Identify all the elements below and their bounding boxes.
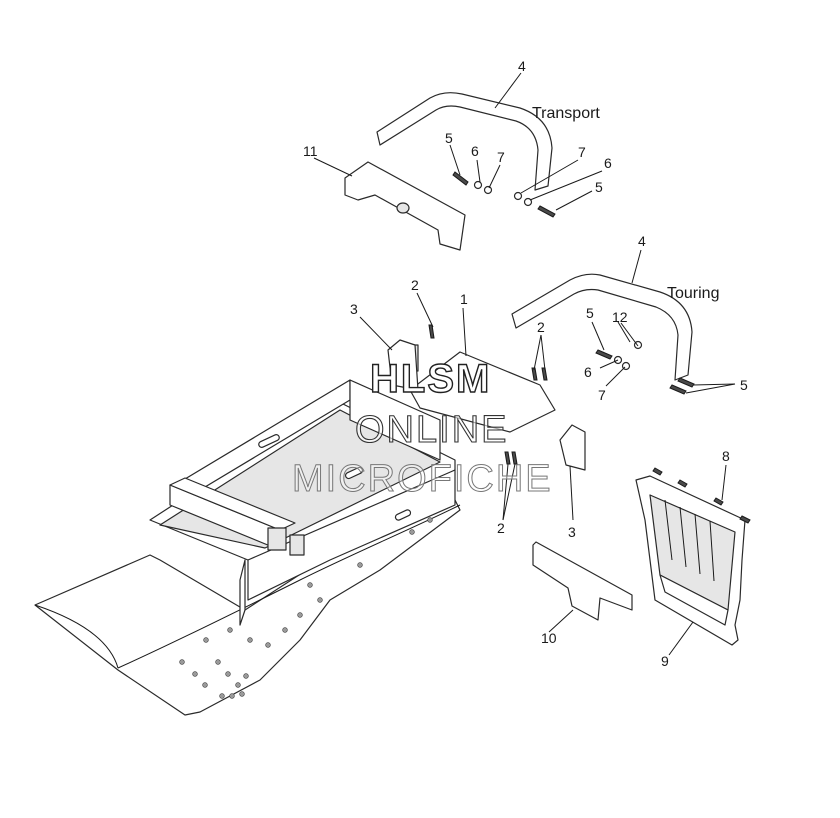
transport-group: [344, 92, 556, 251]
bracket-3-left: [387, 339, 419, 391]
callout-4-touring: 4: [638, 233, 646, 249]
plate-10: [532, 541, 633, 621]
callout-5-touring-top: 5: [586, 305, 594, 321]
touring-group: [511, 273, 695, 395]
callout-10: 10: [541, 630, 557, 646]
tunnel-chassis: [34, 344, 461, 716]
watermark-line-1: HLSM: [370, 357, 491, 401]
watermark-line-2: ONLINE: [355, 409, 508, 451]
callout-7-transport-left: 7: [497, 149, 505, 165]
callout-5-transport-left: 5: [445, 130, 453, 146]
callout-4-transport: 4: [518, 58, 526, 74]
callout-11: 11: [303, 143, 318, 159]
watermark-line-3: MICROFICHE: [292, 458, 553, 500]
variant-label-transport: Transport: [532, 105, 600, 122]
center-parts: [387, 324, 586, 471]
callout-3-left: 3: [350, 301, 358, 317]
bracket-3-right: [559, 424, 586, 471]
callouts: 4 11 5 6 7 7 6 5 4 2 1 3 5 12 2 6 5 7 8 …: [303, 58, 748, 669]
callout-2-top: 2: [411, 277, 419, 293]
watermark: HLSM ONLINE MICROFICHE: [292, 356, 553, 500]
variant-label-touring: Touring: [667, 285, 719, 302]
callout-6-transport-left: 6: [471, 143, 479, 159]
callout-2-bottom: 2: [497, 520, 505, 536]
leader-lines: [313, 72, 736, 656]
callout-5-touring-right: 5: [740, 377, 748, 393]
callout-12: 12: [612, 309, 628, 325]
callout-7-touring: 7: [598, 387, 606, 403]
rear-cover-1: [409, 351, 556, 433]
transport-rail: [376, 92, 553, 191]
callout-3-right: 3: [568, 524, 576, 540]
callout-6-touring: 6: [584, 364, 592, 380]
callout-7-transport-right: 7: [578, 144, 586, 160]
callout-6-transport-right: 6: [604, 155, 612, 171]
callout-9: 9: [661, 653, 669, 669]
callout-8: 8: [722, 448, 730, 464]
touring-rail: [511, 273, 693, 381]
callout-2-right: 2: [537, 319, 545, 335]
snow-flap-9: [635, 467, 751, 646]
callout-5-transport-right: 5: [595, 179, 603, 195]
callout-1: 1: [460, 291, 468, 307]
